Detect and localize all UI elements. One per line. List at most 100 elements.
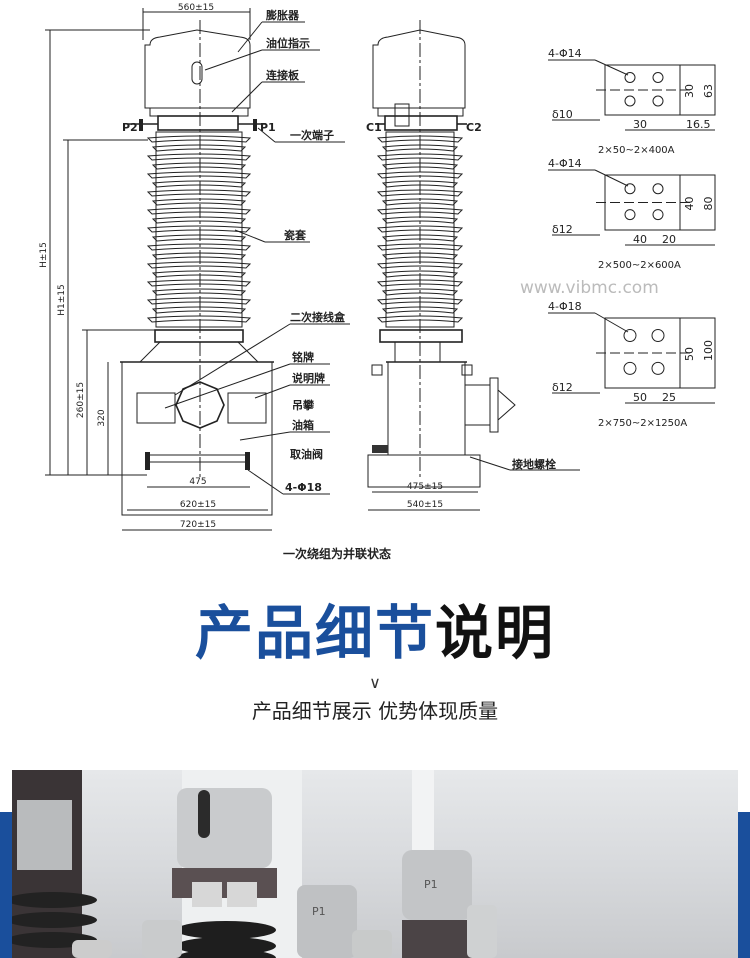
porcelain-shed	[376, 153, 464, 161]
bolt-hole	[624, 72, 636, 83]
bolt-hole	[651, 361, 665, 375]
product-photo: P1 P1	[12, 770, 738, 958]
plate-current-range: 2×750~2×1250A	[598, 418, 687, 429]
porcelain-shed	[146, 261, 252, 269]
plate-dim-pitch: 40	[633, 233, 647, 246]
porcelain-shed	[151, 252, 247, 260]
bolt-hole	[652, 72, 664, 83]
dim-475: 475	[189, 477, 206, 487]
side-view: C1 C2 475±15 540±15 接地螺栓	[366, 20, 580, 511]
dim-top-width: 560±15	[178, 3, 214, 13]
porcelain-shed	[151, 234, 247, 242]
label-nameplate: 铭牌	[292, 350, 314, 364]
label-porcelain: 瓷套	[284, 228, 307, 242]
porcelain-shed	[381, 144, 459, 152]
porcelain-shed	[381, 162, 459, 170]
bolt-hole	[624, 209, 636, 221]
porcelain-shed	[146, 297, 252, 305]
porcelain-shed	[146, 243, 252, 251]
porcelain-shed	[376, 171, 464, 179]
porcelain-shed	[376, 207, 464, 215]
porcelain-shed	[381, 198, 459, 206]
plate-holes: 4-Φ14	[548, 47, 582, 60]
dim-260: 260±15	[76, 382, 86, 418]
plate-dim-outer: 100	[702, 340, 715, 361]
porcelain-shed	[151, 198, 247, 206]
dim-h: H±15	[39, 242, 49, 268]
plate-dim-inner: 50	[683, 347, 696, 361]
porcelain-shed	[146, 135, 252, 143]
plate-dim-edge: 20	[662, 233, 676, 246]
porcelain-shed	[381, 270, 459, 278]
plate-holes: 4-Φ18	[548, 300, 582, 313]
plate-dim-edge: 25	[662, 391, 676, 404]
blue-accent-left	[0, 812, 12, 958]
label-oil-level: 油位指示	[266, 36, 310, 50]
dim-620: 620±15	[180, 500, 216, 510]
bolt-hole	[624, 183, 636, 195]
porcelain-shed	[151, 180, 247, 188]
bolt-hole	[652, 183, 664, 195]
porcelain-shed	[381, 234, 459, 242]
dim-540-side: 540±15	[407, 500, 443, 510]
porcelain-shed	[146, 189, 252, 197]
transformer-dimension-drawing: 560±15 P2 P1 475 620±15 720±15 H±15 H1±1…	[39, 3, 716, 561]
porcelain-shed	[381, 180, 459, 188]
dim-320: 320	[97, 409, 107, 426]
dim-475-side: 475±15	[407, 482, 443, 492]
bolt-hole	[623, 361, 637, 375]
section-title: 产品细节说明	[0, 598, 750, 668]
plate-thickness: δ10	[552, 108, 573, 121]
porcelain-shed	[146, 225, 252, 233]
porcelain-shed	[376, 135, 464, 143]
plate-dim-outer: 80	[702, 197, 715, 211]
bolt-hole	[623, 329, 637, 342]
label-oil-tank: 油箱	[292, 418, 314, 432]
label-primary-terminal: 一次端子	[290, 128, 334, 142]
chevron-down-icon: ∨	[369, 673, 381, 692]
drawing-caption: 一次绕组为并联状态	[283, 546, 391, 561]
terminal-c2: C2	[466, 121, 482, 134]
plate-thickness: δ12	[552, 381, 573, 394]
dim-h1: H1±15	[57, 284, 67, 316]
label-oil-valve: 取油阀	[290, 447, 323, 461]
oil-level-window	[191, 61, 203, 85]
porcelain-shed	[151, 288, 247, 296]
porcelain-shed	[381, 306, 459, 314]
label-lifting-lug: 吊攀	[292, 398, 315, 412]
porcelain-shed	[146, 153, 252, 161]
porcelain-shed	[381, 216, 459, 224]
porcelain-shed	[151, 270, 247, 278]
blue-accent-right	[738, 812, 750, 958]
porcelain-shed	[146, 315, 252, 323]
porcelain-shed	[376, 279, 464, 287]
plate-current-range: 2×500~2×600A	[598, 260, 681, 271]
photo-marking-p1-right: P1	[424, 878, 438, 891]
porcelain-shed	[381, 288, 459, 296]
terminal-c1: C1	[366, 121, 382, 134]
terminal-p1: P1	[260, 121, 276, 134]
porcelain-shed	[151, 162, 247, 170]
porcelain-shed	[376, 225, 464, 233]
section-subtitle: 产品细节展示 优势体现质量	[251, 699, 499, 723]
porcelain-shed	[376, 243, 464, 251]
front-view: 560±15 P2 P1 475 620±15 720±15 H±15 H1±1…	[39, 3, 350, 531]
porcelain-shed	[376, 315, 464, 323]
bolt-hole	[624, 95, 636, 107]
label-instruction-plate: 说明牌	[292, 371, 325, 385]
porcelain-shed	[151, 216, 247, 224]
porcelain-shed	[376, 261, 464, 269]
secondary-box-side	[464, 384, 491, 426]
bolt-hole	[652, 209, 664, 221]
plate-dim-outer: 63	[702, 84, 715, 98]
label-connecting-plate: 连接板	[266, 68, 300, 82]
porcelain-shed	[381, 252, 459, 260]
porcelain-shed	[146, 207, 252, 215]
porcelain-shed	[151, 306, 247, 314]
photo-marking-p1: P1	[312, 905, 326, 918]
porcelain-shed	[151, 144, 247, 152]
